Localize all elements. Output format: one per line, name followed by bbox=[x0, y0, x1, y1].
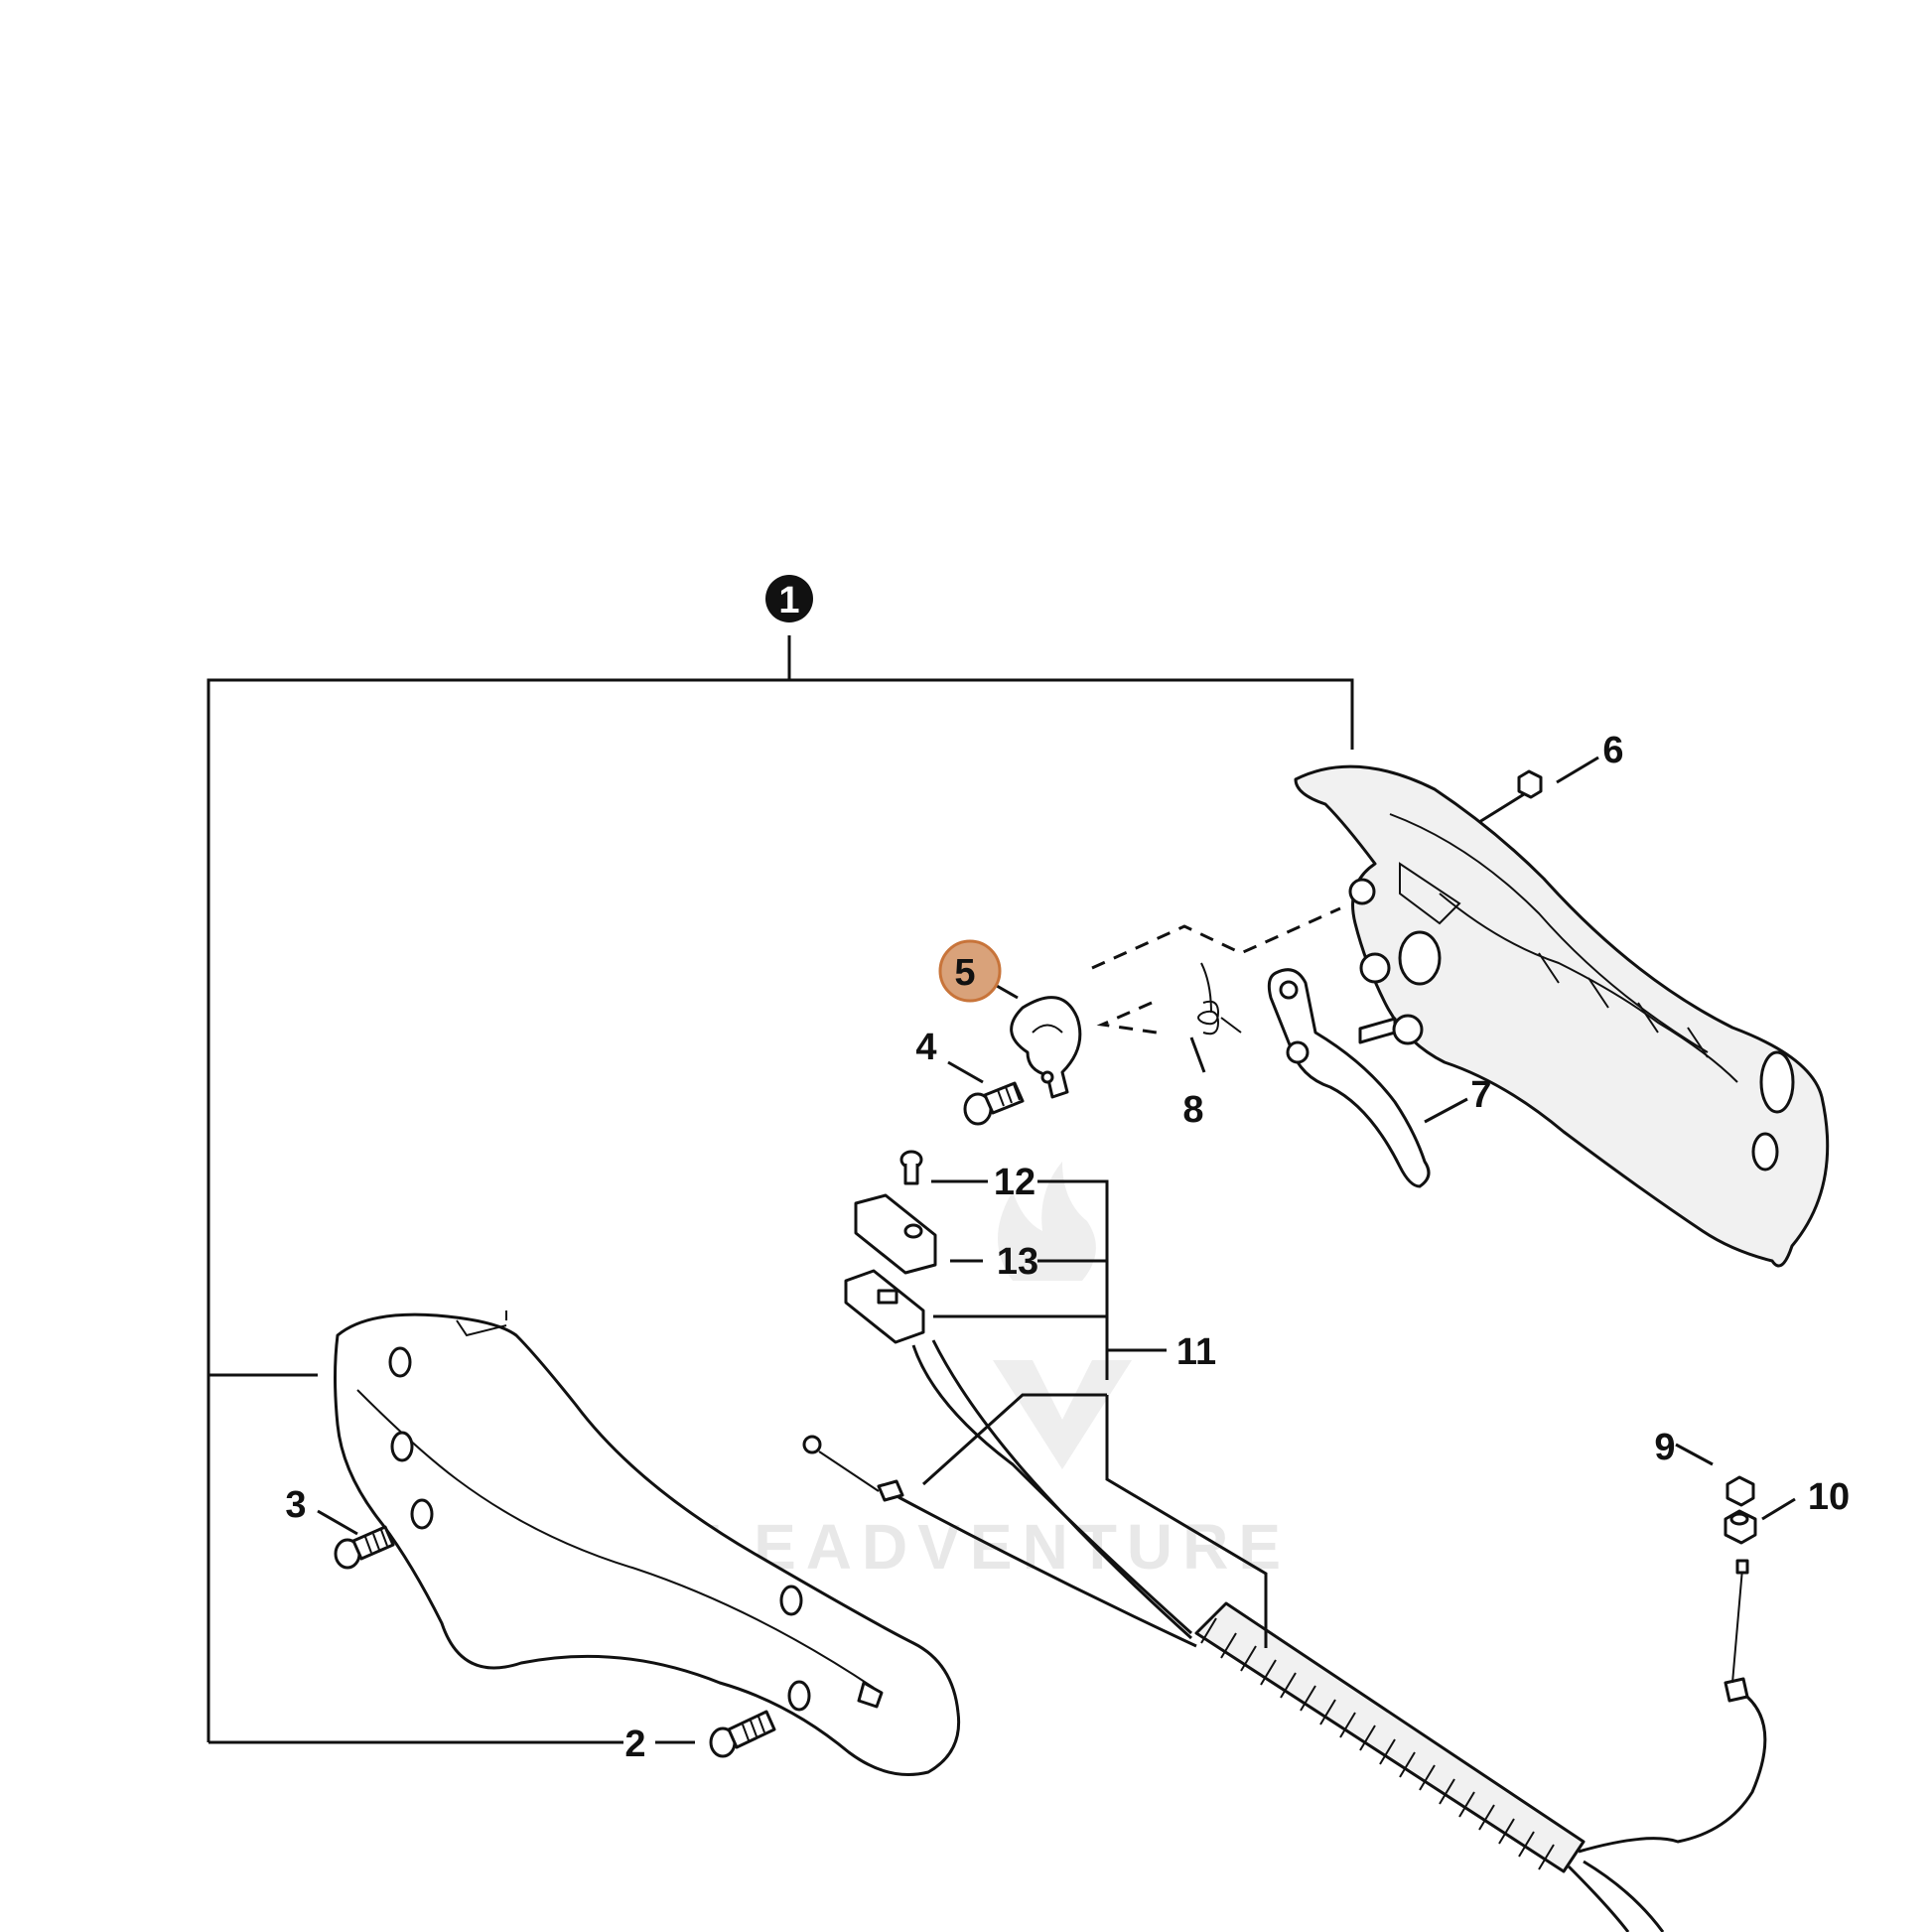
part-6-nut bbox=[1517, 769, 1543, 799]
part-7-lever bbox=[1267, 968, 1431, 1188]
callout-13[interactable]: 13 bbox=[997, 1241, 1038, 1283]
left-handle-half bbox=[334, 1311, 961, 1776]
part-9-nut bbox=[1725, 1475, 1755, 1507]
part-10-nut bbox=[1724, 1509, 1757, 1545]
part-8-spring bbox=[1197, 962, 1242, 1035]
callout-12[interactable]: 12 bbox=[994, 1162, 1035, 1203]
callout-1: 1 bbox=[778, 580, 799, 621]
callout-7[interactable]: 7 bbox=[1470, 1074, 1491, 1116]
callout-4[interactable]: 4 bbox=[915, 1027, 936, 1068]
part-13-slider bbox=[854, 1193, 937, 1275]
part-2-screw bbox=[709, 1710, 776, 1758]
callout-labels: 2 3 4 5 6 7 8 9 10 11 12 13 bbox=[285, 730, 1850, 1765]
part-12-screw bbox=[899, 1150, 923, 1185]
dashed-guides bbox=[1091, 906, 1341, 1035]
right-handle-half bbox=[1294, 764, 1830, 1268]
part-3-screw bbox=[334, 1525, 395, 1570]
callout-5[interactable]: 5 bbox=[954, 952, 975, 994]
assembly-badge bbox=[765, 575, 813, 622]
part-5-clamp bbox=[1010, 996, 1082, 1099]
callout-5-highlight[interactable] bbox=[938, 939, 1002, 1003]
assembly-bracket: 1 bbox=[207, 575, 1354, 1744]
leader-lines bbox=[317, 756, 1796, 1744]
callout-2[interactable]: 2 bbox=[624, 1724, 645, 1765]
callout-10[interactable]: 10 bbox=[1808, 1476, 1850, 1518]
callout-6[interactable]: 6 bbox=[1602, 730, 1623, 771]
part-4-screw bbox=[963, 1081, 1025, 1126]
watermark-text: LEADVENTURE bbox=[705, 1511, 1291, 1583]
callout-11[interactable]: 11 bbox=[1176, 1331, 1216, 1373]
part-11-switch-cable bbox=[802, 1269, 1767, 1932]
callout-8[interactable]: 8 bbox=[1182, 1089, 1203, 1131]
callout-3[interactable]: 3 bbox=[285, 1484, 306, 1526]
callout-9[interactable]: 9 bbox=[1654, 1427, 1675, 1468]
